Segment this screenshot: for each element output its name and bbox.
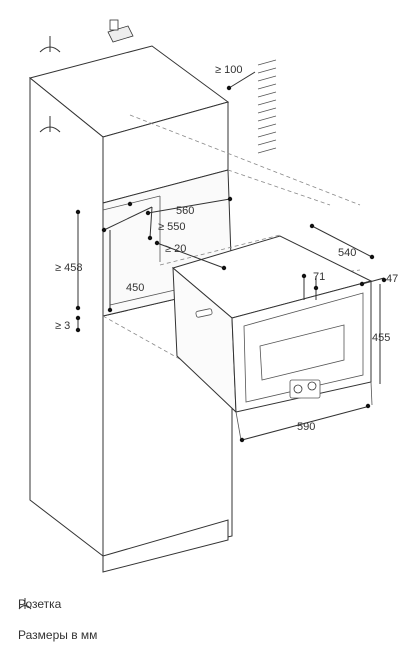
cabinet-plinth	[102, 519, 229, 573]
dim-line-appliance-width	[241, 405, 371, 441]
projection-line	[129, 114, 361, 206]
oven-control-knobs	[289, 379, 321, 399]
vent-plug-icon	[107, 19, 134, 43]
dim-label-71: 71	[313, 271, 325, 283]
dim-label-niche-height: ≥ 458	[55, 262, 82, 274]
socket-icon	[39, 36, 61, 133]
dim-label-inner: 450	[126, 282, 144, 294]
wall-hatch	[257, 59, 277, 154]
oven-side-slot	[195, 308, 213, 318]
dim-line-ext	[235, 411, 242, 441]
oven-window	[259, 324, 345, 381]
dim-line-47	[361, 277, 385, 285]
niche-floor-edge	[109, 289, 176, 306]
dim-label-clearance-top: ≥ 100	[215, 64, 242, 76]
dim-label-niche-depth: ≥ 550	[158, 221, 185, 233]
dim-label-appliance-width: 590	[297, 421, 315, 433]
legend-units: Размеры в мм	[18, 628, 98, 642]
socket-icon	[18, 598, 32, 610]
dim-line-depth	[149, 206, 153, 239]
cabinet-left-side	[29, 76, 104, 558]
dim-line-ext	[370, 381, 373, 406]
dim-label-appliance-depth: 540	[338, 247, 356, 259]
projection-line	[227, 169, 331, 206]
dim-line-appliance-depth	[311, 225, 373, 258]
dim-line-top	[228, 71, 256, 89]
dim-label-gap: ≥ 20	[165, 243, 186, 255]
dim-label-47: 47	[386, 273, 398, 285]
dim-label-niche-width: 560	[176, 205, 194, 217]
legend-socket: Розетка	[18, 597, 61, 611]
dimension-dots	[75, 85, 387, 443]
dim-label-bottom: ≥ 3	[55, 320, 70, 332]
dim-line-depth	[103, 206, 153, 231]
dim-line-gap	[156, 242, 225, 269]
dim-label-appliance-height: 455	[372, 332, 390, 344]
dim-line-width	[147, 198, 231, 214]
